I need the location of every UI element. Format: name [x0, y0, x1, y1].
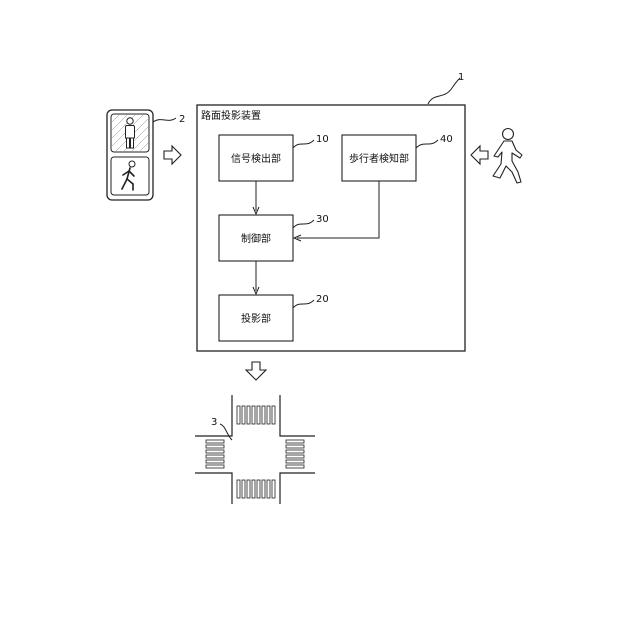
ref-10-leader: [293, 140, 314, 148]
crosswalk-right: [286, 440, 304, 468]
ref-1-leader: [428, 78, 460, 104]
ref-2-label: 2: [179, 114, 185, 125]
connector-signal-to-controller: [253, 181, 259, 214]
pedestrian-input-arrow: [471, 146, 488, 164]
signal-input-arrow: [164, 146, 181, 164]
device-title: 路面投影装置: [201, 109, 261, 122]
pedestrian-signal-light: [107, 110, 153, 200]
connector-pedestrian-to-controller: [294, 181, 379, 241]
projector-label: 投影部: [241, 312, 271, 325]
ref-2-leader: [153, 118, 176, 122]
standing-person-icon: [126, 118, 135, 148]
crosswalk-top: [237, 406, 275, 424]
connector-controller-to-projector: [253, 261, 259, 294]
controller-label: 制御部: [241, 232, 271, 245]
crosswalk-left: [206, 440, 224, 468]
projection-output-arrow: [246, 362, 266, 380]
ref-3-label: 3: [211, 417, 217, 428]
ref-10-label: 10: [316, 134, 329, 145]
ref-40-leader: [416, 140, 438, 148]
crosswalk-bottom: [237, 480, 275, 498]
signal-detector-label: 信号検出部: [231, 152, 281, 165]
ref-1-label: 1: [458, 72, 464, 83]
ref-20-label: 20: [316, 294, 329, 305]
pedestrian-detector-label: 歩行者検知部: [349, 152, 409, 165]
ref-30-leader: [293, 220, 314, 228]
ref-30-label: 30: [316, 214, 329, 225]
ref-20-leader: [293, 300, 314, 308]
ref-40-label: 40: [440, 134, 453, 145]
pedestrian-figure-icon: [493, 129, 522, 184]
ref-3-leader: [220, 424, 232, 440]
